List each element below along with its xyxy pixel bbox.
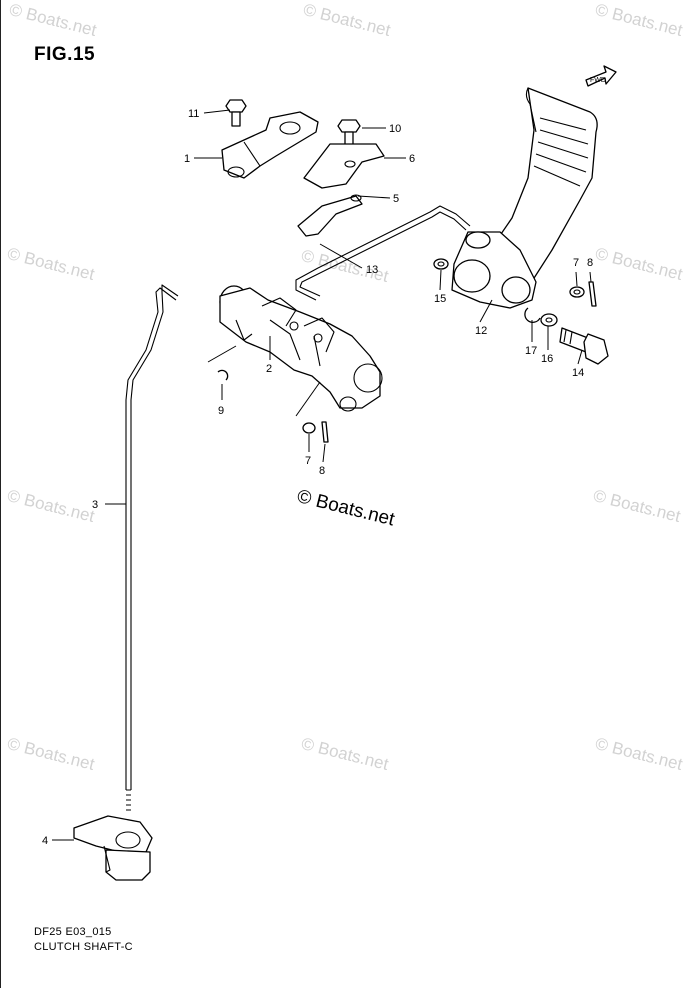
callout-10: 10 — [389, 123, 401, 135]
callout-13: 13 — [366, 264, 378, 276]
circlip-9[interactable] — [217, 369, 229, 381]
rod-13[interactable] — [295, 205, 471, 301]
callout-3: 3 — [92, 499, 98, 511]
fwd-tag: FWD — [590, 77, 606, 84]
washer-15[interactable] — [433, 258, 449, 270]
callout-numbers: 11 1 10 6 5 13 2 9 7 8 3 4 15 12 7 8 17 … — [42, 108, 593, 847]
callout-9: 9 — [218, 405, 224, 417]
cotter-pin-8[interactable] — [588, 281, 597, 307]
callout-6: 6 — [409, 153, 415, 165]
diagram-caption: CLUTCH SHAFT-C — [34, 941, 133, 953]
clutch-lever-part[interactable]: FWD — [451, 65, 617, 309]
cam-4[interactable] — [73, 815, 153, 881]
callout-2: 2 — [266, 363, 272, 375]
callout-8-left: 8 — [319, 465, 325, 477]
callout-16: 16 — [541, 353, 553, 365]
model-code: DF25 E03_015 — [34, 926, 112, 938]
callout-1: 1 — [184, 153, 190, 165]
callout-12: 12 — [475, 325, 487, 337]
callout-17: 17 — [525, 345, 537, 357]
callout-5: 5 — [393, 193, 399, 205]
callout-14: 14 — [572, 367, 584, 379]
washer-16[interactable] — [540, 313, 558, 327]
leader-lines — [52, 109, 592, 841]
callout-7-right: 7 — [573, 257, 579, 269]
callout-8-right: 8 — [587, 257, 593, 269]
washer-7[interactable] — [569, 286, 585, 298]
rod-3[interactable] — [125, 287, 177, 790]
callout-7-left: 7 — [305, 455, 311, 467]
callout-4: 4 — [42, 835, 48, 847]
washer-7[interactable] — [302, 422, 316, 434]
cotter-pin-8[interactable] — [321, 421, 329, 443]
circlip-17[interactable] — [524, 307, 541, 323]
bracket-5[interactable] — [297, 194, 363, 237]
bolt-11[interactable] — [225, 99, 247, 127]
clip-1[interactable] — [221, 111, 319, 179]
bolt-14[interactable] — [559, 327, 609, 365]
figure-title: FIG.15 — [34, 44, 96, 65]
plate-6[interactable] — [303, 143, 385, 189]
page-edge — [0, 0, 1, 988]
callout-15: 15 — [434, 293, 446, 305]
shift-assembly-2[interactable] — [219, 285, 383, 412]
callout-11: 11 — [188, 108, 199, 120]
bolt-10[interactable] — [337, 119, 361, 149]
